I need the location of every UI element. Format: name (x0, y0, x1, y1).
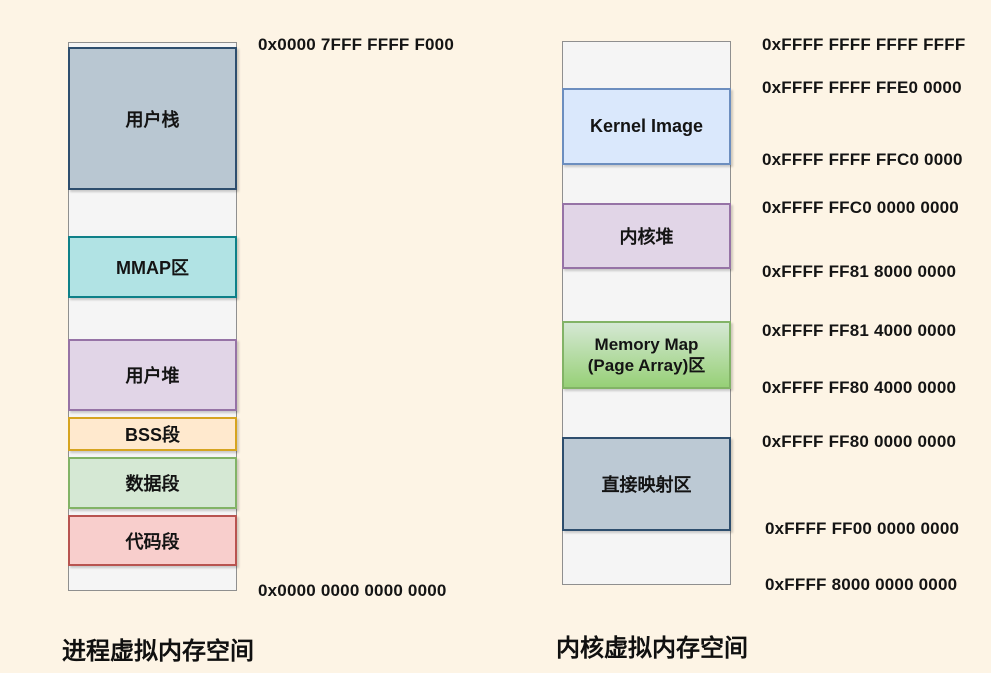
segment-memory-map: Memory Map (Page Array)区 (562, 321, 731, 389)
process-bottom-address: 0x0000 0000 0000 0000 (258, 581, 447, 600)
segment-bss-label: BSS段 (124, 425, 180, 445)
segment-kernel-image: Kernel Image (562, 88, 731, 165)
kernel-address-1: 0xFFFF FFFF FFE0 0000 (762, 78, 962, 97)
kernel-space-title: 内核虚拟内存空间 (556, 635, 748, 662)
kernel-memory-column: Kernel Image 内核堆 Memory Map (Page Array)… (562, 41, 731, 585)
segment-memory-map-label-line2: (Page Array)区 (587, 356, 706, 375)
segment-kernel-image-label: Kernel Image (589, 116, 704, 136)
kernel-address-8: 0xFFFF FF00 0000 0000 (765, 519, 960, 538)
kernel-address-6: 0xFFFF FF80 4000 0000 (762, 378, 957, 397)
kernel-address-3: 0xFFFF FFC0 0000 0000 (762, 198, 959, 217)
segment-direct-mapping: 直接映射区 (562, 437, 731, 531)
segment-direct-mapping-label: 直接映射区 (601, 475, 692, 495)
kernel-gap-below-heap (562, 268, 731, 323)
segment-user-heap: 用户堆 (68, 339, 237, 411)
kernel-address-2: 0xFFFF FFFF FFC0 0000 (762, 150, 963, 169)
process-top-address: 0x0000 7FFF FFFF F000 (258, 35, 454, 54)
process-gap-below-mmap (68, 297, 237, 341)
segment-bss: BSS段 (68, 417, 237, 451)
kernel-address-9: 0xFFFF 8000 0000 0000 (765, 575, 958, 594)
kernel-gap-below-memmap (562, 388, 731, 438)
kernel-gap-bottom (562, 530, 731, 585)
kernel-address-4: 0xFFFF FF81 8000 0000 (762, 262, 957, 281)
segment-kernel-heap: 内核堆 (562, 203, 731, 269)
kernel-gap-below-image (562, 164, 731, 204)
segment-kernel-heap-label: 内核堆 (619, 227, 674, 247)
kernel-address-0: 0xFFFF FFFF FFFF FFFF (762, 35, 966, 54)
kernel-address-5: 0xFFFF FF81 4000 0000 (762, 321, 957, 340)
segment-data: 数据段 (68, 457, 237, 509)
process-space-title: 进程虚拟内存空间 (62, 638, 254, 665)
segment-user-stack: 用户栈 (68, 47, 237, 190)
kernel-gap-top (562, 41, 731, 89)
segment-mmap-label: MMAP区 (116, 258, 189, 278)
segment-mmap-area: MMAP区 (68, 236, 237, 298)
segment-data-label: 数据段 (125, 474, 180, 494)
segment-code-label: 代码段 (125, 531, 180, 552)
segment-user-stack-label: 用户栈 (125, 109, 180, 130)
segment-memory-map-label-line1: Memory Map (594, 334, 699, 354)
process-memory-column: 用户栈 MMAP区 用户堆 BSS段 数据段 代码段 (68, 42, 237, 591)
kernel-address-7: 0xFFFF FF80 0000 0000 (762, 432, 957, 451)
process-gap-bottom (68, 565, 237, 591)
process-gap-below-stack (68, 189, 237, 237)
segment-code: 代码段 (68, 515, 237, 566)
segment-user-heap-label: 用户堆 (125, 366, 180, 386)
